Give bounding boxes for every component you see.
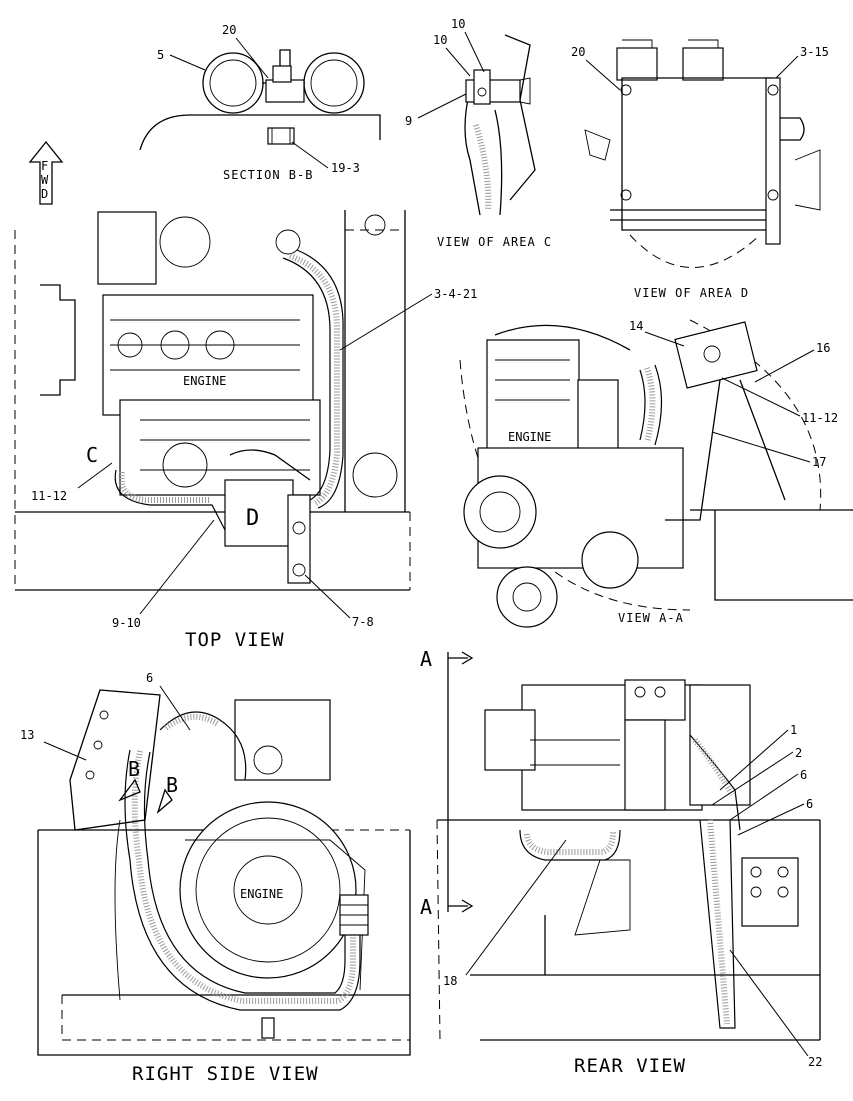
view-a-a-title: VIEW A-A (618, 611, 684, 625)
view-area-d-title: VIEW OF AREA D (634, 286, 749, 300)
right-side-view-title: RIGHT SIDE VIEW (132, 1063, 319, 1085)
callout-19-3: 19-3 (331, 161, 360, 175)
callout-10-right: 10 (451, 17, 465, 31)
fwd-letter-f: F (41, 159, 48, 173)
callout-3-4-21: 3-4-21 (434, 287, 477, 301)
callout-17: 17 (812, 455, 826, 469)
area-b-marker-left: B (128, 757, 140, 781)
top-view: D C ENGINE 3-4-21 11-12 9-10 7-8 TOP VIE… (14, 210, 477, 651)
callout-10-left: 10 (433, 33, 447, 47)
callout-5: 5 (157, 48, 164, 62)
callout-16: 16 (816, 341, 830, 355)
right-side-view: ENGINE B B 6 13 RIGHT SIDE VIEW (20, 671, 411, 1085)
section-b-b-title: SECTION B-B (223, 168, 313, 182)
callout-6-upper: 6 (800, 768, 807, 782)
callout-20: 20 (222, 23, 236, 37)
section-a-marker-top: A (420, 647, 432, 671)
callout-14: 14 (629, 319, 643, 333)
callout-13: 13 (20, 728, 34, 742)
section-a-marker-bottom: A (420, 895, 432, 919)
top-view-title: TOP VIEW (185, 629, 285, 651)
fwd-letter-w: W (41, 173, 49, 187)
area-d-marker: D (246, 506, 259, 531)
rear-view-title: REAR VIEW (574, 1055, 686, 1077)
fwd-letter-d: D (41, 187, 48, 201)
area-c-marker: C (86, 443, 98, 467)
view-a-a: ENGINE 14 16 11-12 17 VIEW A-A (459, 319, 853, 628)
callout-9: 9 (405, 114, 412, 128)
view-area-d: 20 3-15 VIEW OF AREA D (571, 39, 829, 300)
callout-18: 18 (443, 974, 457, 988)
engine-label-right: ENGINE (240, 887, 283, 901)
callout-7-8: 7-8 (352, 615, 374, 629)
rear-view: A A 1 2 6 6 18 22 REAR VIEW (420, 647, 822, 1077)
view-area-c: 10 10 9 VIEW OF AREA C (405, 17, 552, 249)
callout-11-12: 11-12 (802, 411, 838, 425)
area-b-marker-right: B (166, 773, 178, 797)
callout-6: 6 (146, 671, 153, 685)
engine-label-top: ENGINE (183, 374, 226, 388)
engine-label-aa: ENGINE (508, 430, 551, 444)
callout-6-lower: 6 (806, 797, 813, 811)
callout-20: 20 (571, 45, 585, 59)
callout-11-12: 11-12 (31, 489, 67, 503)
callout-3-15: 3-15 (800, 45, 829, 59)
callout-1: 1 (790, 723, 797, 737)
fwd-arrow: F W D (28, 140, 64, 205)
section-b-b: 20 5 19-3 SECTION B-B (139, 23, 381, 182)
callout-2: 2 (795, 746, 802, 760)
callout-9-10: 9-10 (112, 616, 141, 630)
view-area-c-title: VIEW OF AREA C (437, 235, 552, 249)
callout-22: 22 (808, 1055, 822, 1069)
